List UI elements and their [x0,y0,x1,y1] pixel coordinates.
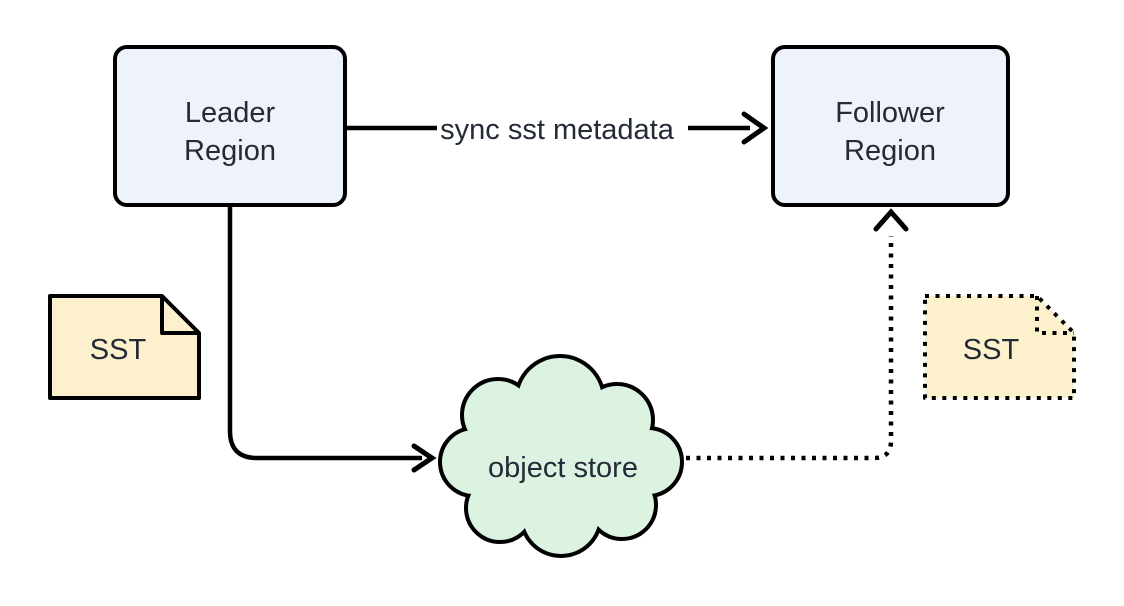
edge-download-sst [686,208,909,461]
follower-region-label-line1: Follower [835,97,945,129]
sst-left-note-fold-icon [160,296,199,335]
download-edge-path [686,236,894,461]
object-store-label: object store [488,452,638,484]
node-sst-left: SST [48,294,201,400]
sst-right-note-shape [923,294,1076,400]
upload-arrowhead-right-icon [411,443,437,473]
leader-region-label-line1: Leader [185,97,276,129]
edge-upload-sst [227,206,437,473]
leader-region-label-line2: Region [184,135,276,167]
sst-right-note-fold-icon [1035,296,1074,335]
download-arrowhead-up-icon [873,208,909,232]
follower-region-box [771,45,1010,207]
sst-left-label: SST [90,334,147,366]
follower-region-label-line2: Region [844,135,936,167]
sst-right-label: SST [963,334,1020,366]
sync-edge-label: sync sst metadata [440,114,675,146]
sync-arrowhead-right-icon [741,111,769,145]
upload-edge-path [227,206,422,461]
edge-sync-sst-metadata [347,111,769,145]
node-leader-region: Leader Region [113,45,347,207]
object-store-cloud-fill [442,358,680,554]
node-object-store: object store [438,354,684,558]
node-follower-region: Follower Region [771,45,1010,207]
leader-region-box [113,45,347,207]
node-sst-right: SST [923,294,1076,400]
